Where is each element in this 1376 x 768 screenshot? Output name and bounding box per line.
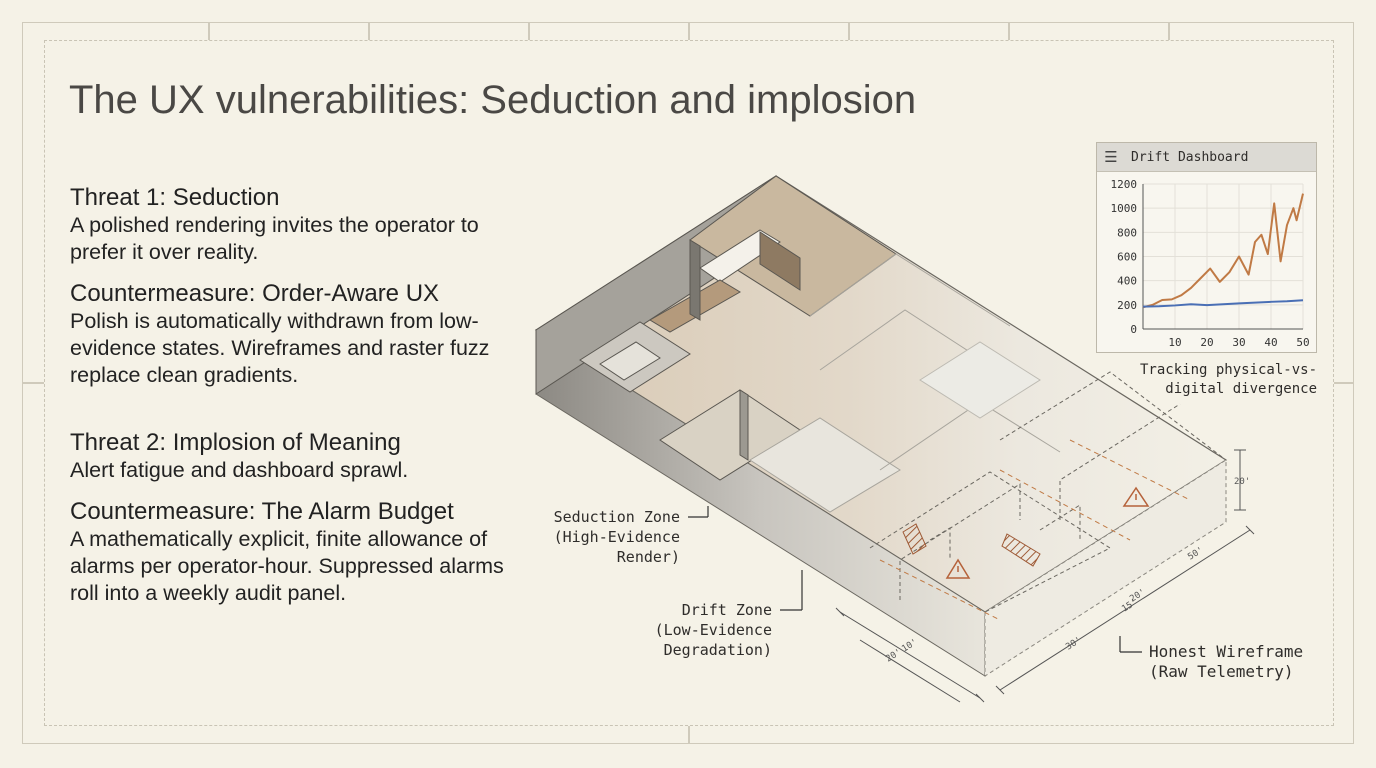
y-tick-label: 1200	[1111, 178, 1138, 191]
frame-tick	[1008, 22, 1010, 40]
dashboard-title: Drift Dashboard	[1131, 149, 1249, 165]
hatched-hazard	[902, 523, 927, 555]
page-title: The UX vulnerabilities: Seduction and im…	[69, 78, 917, 122]
x-tick-label: 50	[1296, 336, 1309, 349]
frame-tick	[208, 22, 210, 40]
dashboard-header: ☰ Drift Dashboard	[1097, 143, 1316, 172]
threat-1-body: A polished rendering invites the operato…	[70, 213, 479, 264]
high-evidence-rooms	[535, 175, 897, 481]
seduction-zone-label: Seduction Zone (High-Evidence Render)	[520, 507, 680, 567]
x-tick-label: 30	[1232, 336, 1245, 349]
x-tick-label: 20	[1200, 336, 1213, 349]
caption-line-2: digital divergence	[1165, 381, 1317, 397]
frame-tick	[688, 726, 690, 744]
frame-tick	[528, 22, 530, 40]
drift-zone-rooms	[749, 253, 1061, 513]
seduction-zone-sub2: Render)	[616, 548, 680, 566]
digital-series-line	[1142, 299, 1304, 308]
caption-line-1: Tracking physical-vs-	[1140, 362, 1318, 378]
orange-dashed-guides	[879, 439, 1191, 621]
x-tick-label: 40	[1264, 336, 1277, 349]
dimension-label: 10'	[900, 637, 919, 654]
y-tick-label: 600	[1117, 251, 1137, 264]
threat-1-block: Threat 1: Seduction A polished rendering…	[70, 184, 530, 266]
threats-column: Threat 1: Seduction A polished rendering…	[70, 184, 530, 621]
warning-triangle-icon	[1122, 486, 1150, 507]
seduction-zone-sub: (High-Evidence	[553, 528, 680, 546]
threat-2-heading: Threat 2: Implosion of Meaning	[70, 429, 401, 456]
threat-1-heading: Threat 1: Seduction	[70, 184, 280, 211]
frame-tick	[688, 22, 690, 40]
y-tick-label: 0	[1130, 323, 1137, 336]
frame-tick	[1334, 382, 1354, 384]
hatched-hazard	[1001, 533, 1041, 567]
dimension-lines	[835, 449, 1255, 703]
honest-wireframe-label: Honest Wireframe (Raw Telemetry)	[1149, 642, 1349, 682]
drift-line-chart: 0 200 400 600 800 1000 1200 10 20 30 40 50	[1111, 178, 1310, 349]
drift-zone-sub2: Degradation)	[663, 641, 772, 659]
seduction-zone-title: Seduction Zone	[553, 508, 680, 526]
hamburger-menu-icon[interactable]: ☰	[1104, 148, 1118, 166]
drift-dashboard-panel: ☰ Drift Dashboard 0 200 400 600 800 1000 1200 1…	[1096, 142, 1317, 353]
y-tick-label: 400	[1117, 275, 1137, 288]
honest-wireframe-walls	[869, 371, 1227, 613]
y-tick-label: 1000	[1111, 202, 1138, 215]
physical-series-line	[1142, 193, 1304, 309]
frame-tick	[848, 22, 850, 40]
countermeasure-1-body: Polish is automatically withdrawn from l…	[70, 309, 490, 387]
countermeasure-1-block: Countermeasure: Order-Aware UX Polish is…	[70, 280, 530, 389]
honest-wireframe-title: Honest Wireframe	[1149, 642, 1304, 661]
inner-dashed-frame	[44, 40, 1334, 726]
y-tick-label: 200	[1117, 299, 1137, 312]
warning-triangle-icon	[945, 558, 971, 579]
floor-slab	[534, 175, 1228, 677]
drift-zone-label: Drift Zone (Low-Evidence Degradation)	[612, 600, 772, 660]
countermeasure-2-block: Countermeasure: The Alarm Budget A mathe…	[70, 498, 530, 607]
x-tick-label: 10	[1168, 336, 1181, 349]
frame-tick	[1168, 22, 1170, 40]
callout-lines	[688, 506, 1142, 653]
drift-zone-title: Drift Zone	[681, 601, 772, 619]
countermeasure-2-body: A mathematically explicit, finite allowa…	[70, 527, 504, 605]
countermeasure-2-heading: Countermeasure: The Alarm Budget	[70, 498, 454, 525]
threat-2-body: Alert fatigue and dashboard sprawl.	[70, 458, 409, 482]
frame-tick	[22, 382, 44, 384]
frame-tick	[368, 22, 370, 40]
y-tick-label: 800	[1117, 226, 1137, 239]
dimension-label: 20'	[884, 647, 903, 664]
dashboard-caption: Tracking physical-vs- digital divergence	[1140, 361, 1317, 399]
threat-2-block: Threat 2: Implosion of Meaning Alert fat…	[70, 429, 530, 484]
countermeasure-1-heading: Countermeasure: Order-Aware UX	[70, 280, 440, 307]
dimension-label: 20'	[1234, 477, 1250, 487]
honest-wireframe-sub: (Raw Telemetry)	[1149, 662, 1294, 681]
drift-zone-sub: (Low-Evidence	[654, 621, 772, 639]
